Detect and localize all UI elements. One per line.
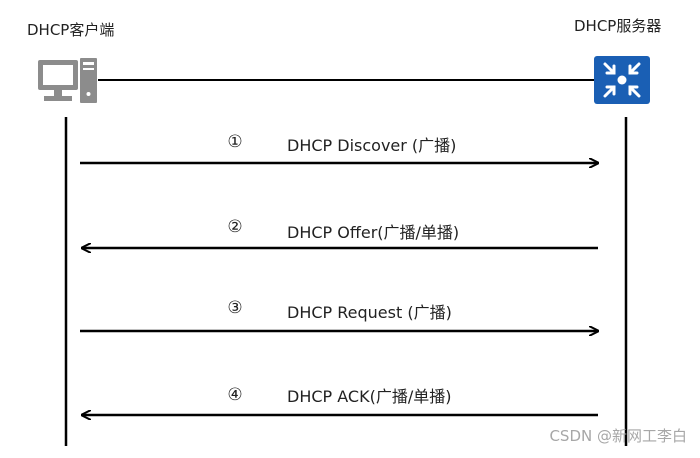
server-label: DHCP服务器: [574, 17, 662, 35]
message-number-1: ①: [227, 132, 243, 152]
message-number-2: ②: [227, 217, 243, 237]
message-discover-label: DHCP Discover (广播): [287, 136, 457, 155]
message-number-4: ④: [227, 385, 243, 405]
router-icon: [594, 56, 650, 104]
watermark: CSDN @新网工李白: [549, 427, 687, 445]
message-offer-label: DHCP Offer(广播/单播): [287, 223, 460, 242]
message-ack-label: DHCP ACK(广播/单播): [287, 387, 452, 406]
computer-icon: [38, 58, 97, 103]
client-label: DHCP客户端: [27, 21, 115, 39]
message-request-label: DHCP Request (广播): [287, 303, 452, 322]
message-number-3: ③: [227, 298, 243, 318]
